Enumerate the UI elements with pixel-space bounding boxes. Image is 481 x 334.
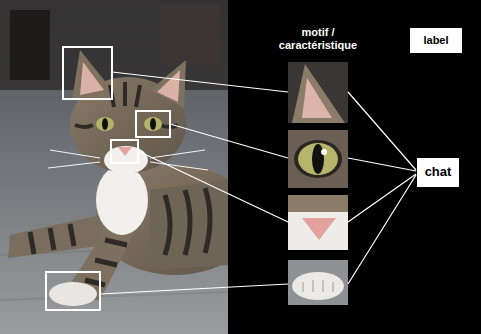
column-heading: motif / caractéristique — [270, 26, 366, 52]
leader-line — [100, 72, 416, 294]
nose-crop — [288, 195, 348, 250]
cat-photo — [0, 0, 228, 334]
selection-box — [46, 47, 170, 310]
paw-crop — [288, 260, 348, 305]
box-text: label — [423, 34, 448, 47]
box-text: chat — [425, 165, 452, 180]
header-box: label — [410, 28, 462, 53]
ear-crop — [288, 62, 348, 123]
eye-crop — [288, 130, 348, 188]
label-box: chat — [417, 158, 459, 187]
